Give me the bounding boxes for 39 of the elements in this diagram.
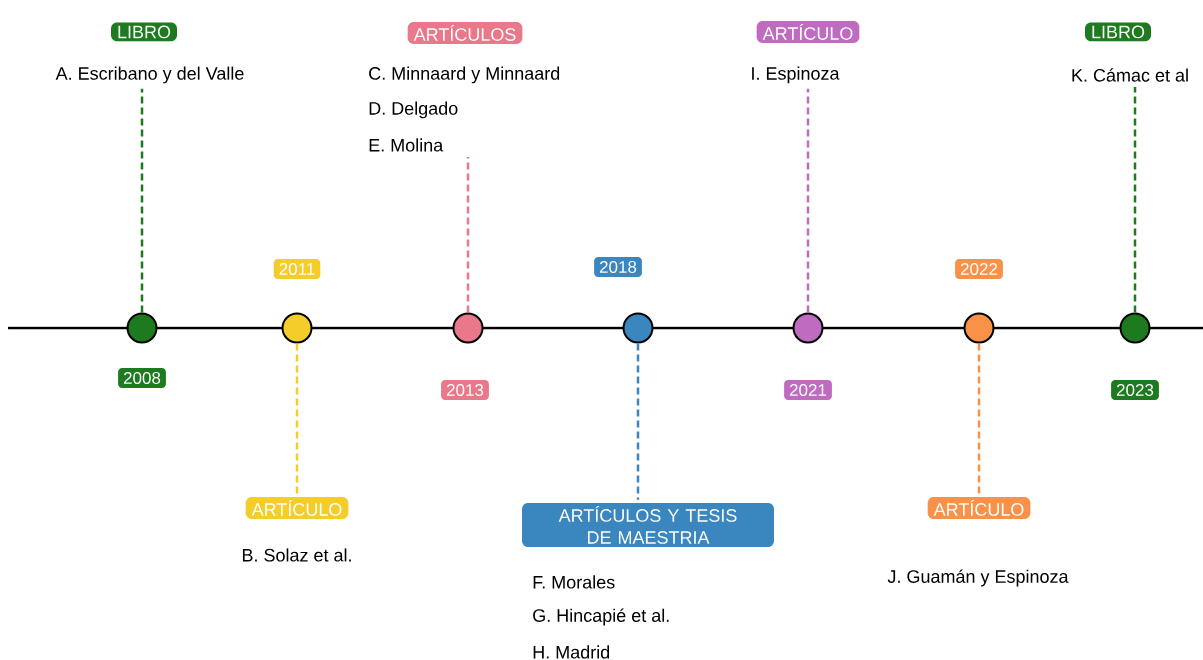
year-badge: 2011 <box>273 258 321 279</box>
year-badge: 2021 <box>784 379 832 400</box>
author-name: C. Minnaard y Minnaard <box>369 66 560 84</box>
category-badge: ARTÍCULO <box>927 497 1031 519</box>
timeline-dot <box>1119 312 1151 344</box>
dashed-connector <box>1133 87 1137 313</box>
author-name: D. Delgado <box>369 101 458 119</box>
year-badge: 2013 <box>441 379 489 400</box>
category-badge: ARTÍCULOS Y TESIS DE MAESTRIA <box>522 503 774 547</box>
timeline-dot <box>452 312 484 344</box>
author-name: F. Morales <box>533 575 615 589</box>
year-badge: 2022 <box>955 258 1003 279</box>
dashed-connector <box>636 343 640 500</box>
author-name: B. Solaz et al. <box>242 548 351 562</box>
dashed-connector <box>977 343 981 494</box>
year-badge: 2008 <box>118 367 166 388</box>
author-name: J. Guamán y Espinoza <box>887 569 1069 587</box>
author-name: A. Escribano y del Valle <box>55 66 244 84</box>
dashed-connector <box>806 88 810 313</box>
year-badge: 2023 <box>1111 379 1159 400</box>
timeline-dot <box>792 312 824 344</box>
timeline-dot <box>622 312 654 344</box>
category-badge: LIBRO <box>111 22 177 42</box>
category-badge: ARTÍCULO <box>245 497 349 519</box>
timeline-dot <box>963 312 995 344</box>
category-badge: ARTÍCULO <box>756 21 860 43</box>
author-name: G. Hincapié et al. <box>533 608 669 626</box>
category-badge: LIBRO <box>1085 22 1151 42</box>
author-name: H. Madrid <box>533 645 610 659</box>
dashed-connector <box>466 157 470 313</box>
timeline-dot <box>281 312 313 344</box>
author-name: I. Espinoza <box>752 66 840 84</box>
author-name: E. Molina <box>369 138 444 152</box>
timeline-dot <box>126 312 158 344</box>
dashed-connector <box>295 343 299 494</box>
author-name: K. Cámac et al <box>1072 68 1188 82</box>
category-badge: ARTÍCULOS <box>407 22 523 44</box>
dashed-connector <box>140 88 144 313</box>
year-badge: 2018 <box>594 256 642 277</box>
